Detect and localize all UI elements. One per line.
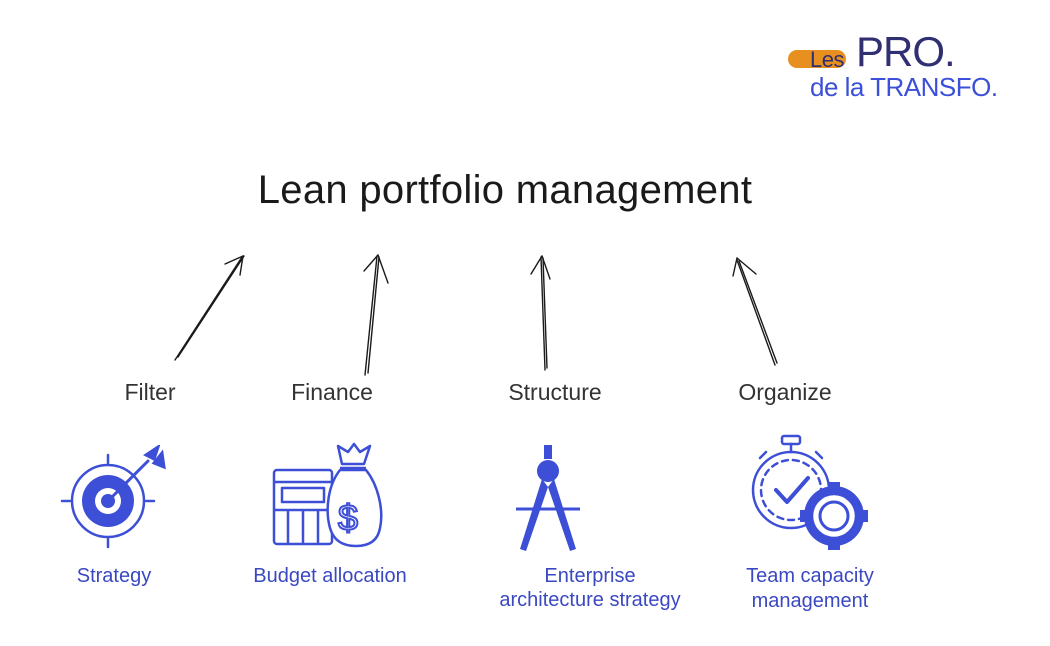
pillar-label-line: Strategy — [76, 565, 152, 587]
arrow-filter — [174, 255, 245, 361]
pillar-label-line: Budget allocation — [253, 565, 407, 587]
category-finance: Finance — [291, 379, 373, 405]
category-structure: Structure — [508, 379, 602, 405]
pillar-label-line: management — [751, 590, 869, 612]
logo-les: Les — [810, 47, 844, 72]
money-bag-icon: $ — [270, 440, 390, 550]
logo-line2: de la TRANSFO. — [810, 72, 998, 102]
pillar-label-capacity: Team capacity management — [700, 564, 920, 614]
pillar-label-strategy: Strategy — [24, 564, 204, 588]
svg-text:$: $ — [338, 497, 358, 538]
pillar-label-line: architecture strategy — [499, 589, 681, 611]
stopwatch-gear-icon — [748, 432, 873, 552]
category-organize: Organize — [738, 379, 832, 405]
pillar-label-line: Team capacity — [746, 565, 874, 587]
pillar-label-line: Enterprise — [544, 565, 636, 587]
logo-accent-pill — [788, 50, 846, 68]
target-icon — [60, 445, 170, 550]
compass-icon — [508, 443, 588, 555]
arrow-organize — [732, 257, 778, 366]
logo-pro: PRO. — [856, 28, 956, 75]
diagram-title: Lean portfolio management — [257, 168, 753, 212]
brand-logo: Les PRO. de la TRANSFO. — [786, 28, 1026, 105]
category-filter: Filter — [124, 379, 176, 405]
arrow-finance — [363, 254, 389, 376]
pillar-label-architecture: Enterprise architecture strategy — [470, 564, 710, 612]
pillar-label-budget: Budget allocation — [230, 564, 430, 588]
arrow-structure — [530, 255, 551, 371]
